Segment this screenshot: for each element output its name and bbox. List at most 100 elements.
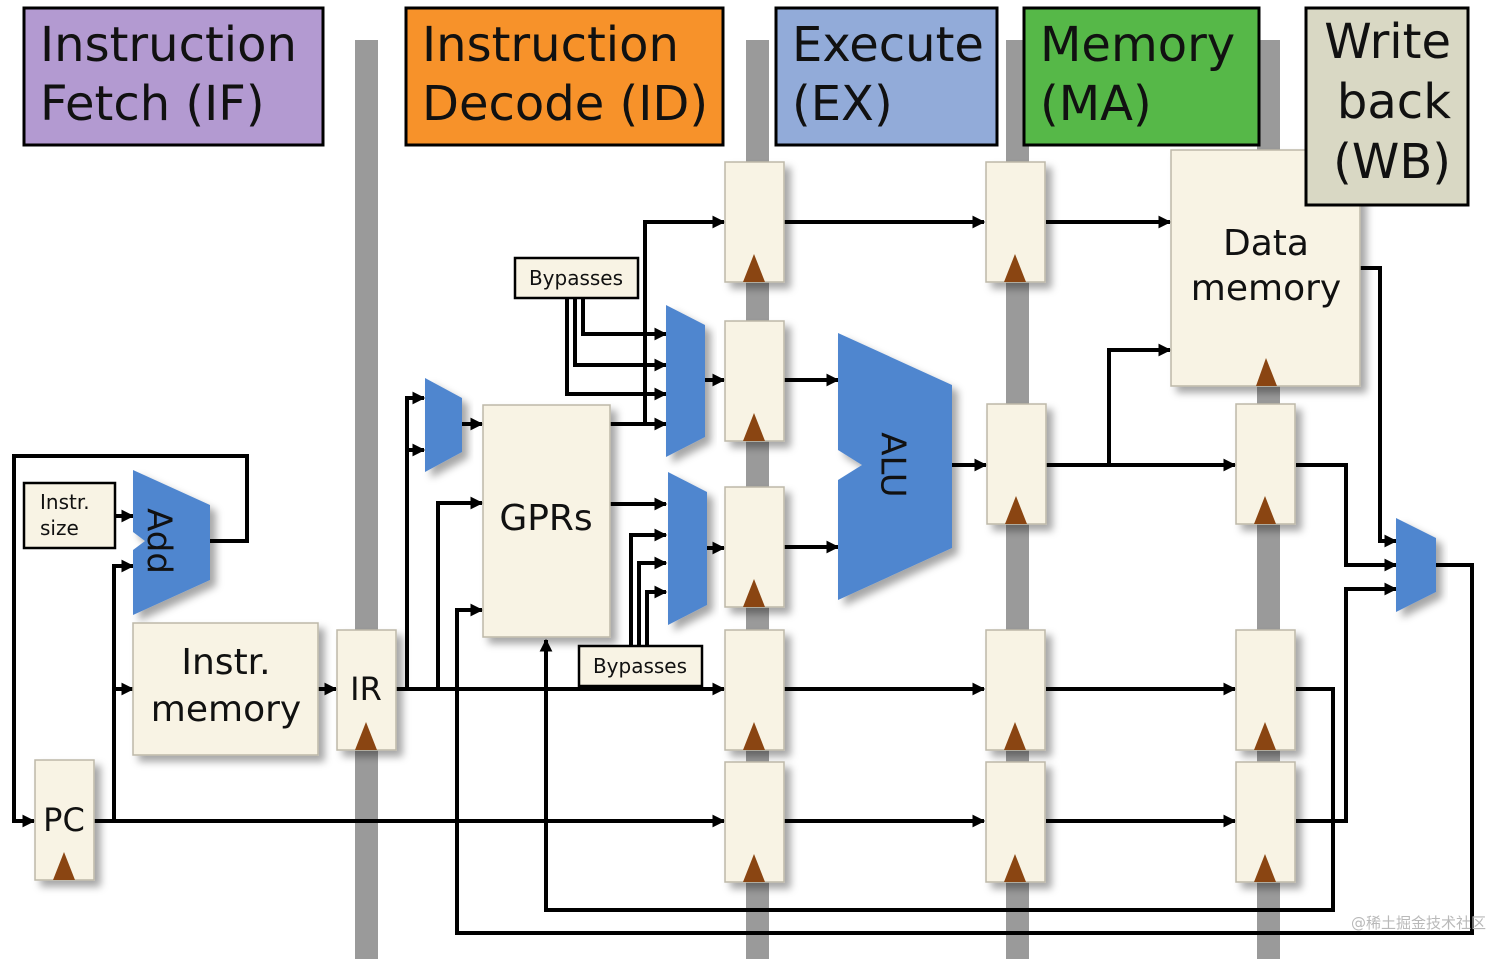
ex-ma-reg-ir-clock bbox=[1004, 722, 1026, 750]
wire-store-data-to-ex-reg bbox=[643, 215, 726, 424]
id-ex-reg-ir-clock bbox=[743, 722, 765, 750]
ex-ma-register-pc bbox=[985, 761, 1046, 883]
stage-id-line1: Instruction bbox=[422, 17, 679, 73]
stage-if: Instruction Fetch (IF) bbox=[22, 6, 325, 147]
wire-pc-wb-to-mux bbox=[1296, 582, 1398, 823]
ma-wb-register-ir bbox=[1235, 629, 1296, 751]
adder: Add bbox=[133, 470, 210, 615]
id-ex-register-b bbox=[724, 486, 785, 608]
stage-ma-box bbox=[1022, 6, 1261, 147]
gprs-label: GPRs bbox=[499, 498, 592, 539]
id-ex-register-pc bbox=[724, 761, 785, 883]
wire-bypass-bot-1 bbox=[629, 528, 668, 646]
instr-size-line2: size bbox=[40, 516, 79, 540]
stage-ex-line2: (EX) bbox=[792, 76, 893, 132]
stage-id: Instruction Decode (ID) bbox=[404, 6, 725, 147]
bypasses-bottom-label: Bypasses bbox=[593, 654, 687, 678]
gprs-box bbox=[482, 404, 611, 638]
ir-register: IR bbox=[336, 629, 397, 751]
ex-ma-reg-alu-clock bbox=[1005, 496, 1027, 524]
id-ex-reg-store-clock bbox=[743, 254, 765, 282]
ma-wb-register-pc bbox=[1235, 761, 1296, 883]
ir-clock-marker bbox=[355, 722, 377, 750]
pc-label: PC bbox=[43, 801, 85, 839]
wire-bypass-top-2 bbox=[573, 298, 668, 372]
stage-ex-box bbox=[774, 6, 999, 147]
stage-wb-line3: (WB) bbox=[1333, 134, 1451, 190]
watermark: @稀土掘金技术社区 bbox=[1351, 914, 1486, 932]
ir-label: IR bbox=[350, 670, 382, 708]
stage-if-line1: Instruction bbox=[40, 17, 297, 73]
gprs: GPRs bbox=[482, 404, 611, 638]
stage-ma-line1: Memory bbox=[1040, 17, 1235, 73]
alu-label: ALU bbox=[873, 432, 913, 497]
stage-ma-line2: (MA) bbox=[1040, 76, 1152, 132]
wire-bypass-bot-3 bbox=[645, 585, 668, 646]
wire-ir-wb-to-writeback bbox=[539, 638, 1335, 912]
stage-wb-line1: Write bbox=[1324, 14, 1451, 70]
bypasses-top-label: Bypasses bbox=[529, 266, 623, 290]
id-ex-register-ir bbox=[724, 629, 785, 751]
pc-clock-marker bbox=[53, 852, 75, 880]
instr-size-box: Instr. size bbox=[22, 481, 117, 550]
instr-memory-line1: Instr. bbox=[181, 642, 270, 683]
id-ex-register-store bbox=[724, 161, 785, 283]
wire-bypass-top-3 bbox=[565, 298, 668, 401]
bypasses-bottom-box bbox=[577, 644, 704, 688]
ma-wb-register-result bbox=[1235, 403, 1296, 525]
bypass-mux-a bbox=[666, 305, 705, 457]
id-ex-reg-pc-clock bbox=[743, 854, 765, 882]
instr-size-rect bbox=[22, 481, 117, 550]
wire-aluresult-to-wbmux bbox=[1296, 463, 1398, 572]
bypass-mux-b bbox=[668, 472, 707, 625]
pc-register: PC bbox=[34, 759, 95, 881]
bypasses-top-box bbox=[513, 256, 640, 300]
stage-wb-header: Write back (WB) bbox=[1304, 6, 1470, 207]
id-ex-register-a bbox=[724, 320, 785, 442]
ex-ma-register-ir bbox=[985, 629, 1046, 751]
wire-ir-to-regmux-a bbox=[405, 391, 426, 689]
alu: ALU bbox=[838, 333, 952, 600]
bypasses-bottom: Bypasses bbox=[577, 644, 704, 688]
wires bbox=[12, 215, 1474, 935]
stage-if-line2: Fetch (IF) bbox=[40, 76, 265, 132]
adder-label: Add bbox=[139, 508, 179, 574]
instr-size-line1: Instr. bbox=[40, 490, 90, 514]
ex-ma-reg-store-clock bbox=[1004, 254, 1026, 282]
data-memory-clock-marker bbox=[1256, 358, 1277, 386]
data-memory-line2: memory bbox=[1191, 268, 1341, 309]
wire-adder-to-pc bbox=[12, 454, 249, 828]
stage-wb-box bbox=[1304, 6, 1470, 207]
ex-ma-register-alu bbox=[986, 403, 1047, 525]
adder-shape bbox=[133, 470, 210, 615]
wire-aluresult-to-dmem-addr bbox=[1107, 343, 1172, 465]
stage-id-line2: Decode (ID) bbox=[422, 76, 708, 132]
wire-bypass-bot-2 bbox=[637, 556, 668, 646]
instr-memory-box bbox=[132, 622, 319, 756]
stage-ex-line1: Execute bbox=[792, 17, 984, 73]
wire-dmem-to-wbmux bbox=[1360, 266, 1398, 548]
alu-shape bbox=[838, 333, 952, 600]
ma-wb-reg-pc-clock bbox=[1254, 854, 1276, 882]
id-ex-reg-a-clock bbox=[743, 413, 765, 441]
stage-ma: Memory (MA) bbox=[1022, 6, 1261, 147]
wire-ir-to-gprs bbox=[436, 496, 484, 689]
instr-memory: Instr. memory bbox=[132, 622, 319, 756]
instr-memory-line2: memory bbox=[151, 689, 301, 730]
regspec-mux bbox=[425, 378, 462, 472]
stage-wb-line2: back bbox=[1337, 74, 1451, 130]
ma-wb-reg-result-clock bbox=[1254, 496, 1276, 524]
stage-if-box bbox=[22, 6, 325, 147]
wire-bypass-top-1 bbox=[581, 298, 668, 341]
id-ex-reg-b-clock bbox=[743, 579, 765, 607]
bypasses-top: Bypasses bbox=[513, 256, 640, 300]
id-ex-reg-ir-box bbox=[724, 629, 785, 751]
wire-pc-to-adder bbox=[94, 559, 135, 823]
wire-wb-to-gprs bbox=[455, 563, 1474, 935]
ma-wb-reg-ir-clock bbox=[1254, 722, 1276, 750]
stage-id-box bbox=[404, 6, 725, 147]
data-memory-line1: Data bbox=[1223, 223, 1309, 264]
ex-ma-register-store bbox=[985, 161, 1046, 283]
ex-ma-reg-pc-clock bbox=[1004, 854, 1026, 882]
